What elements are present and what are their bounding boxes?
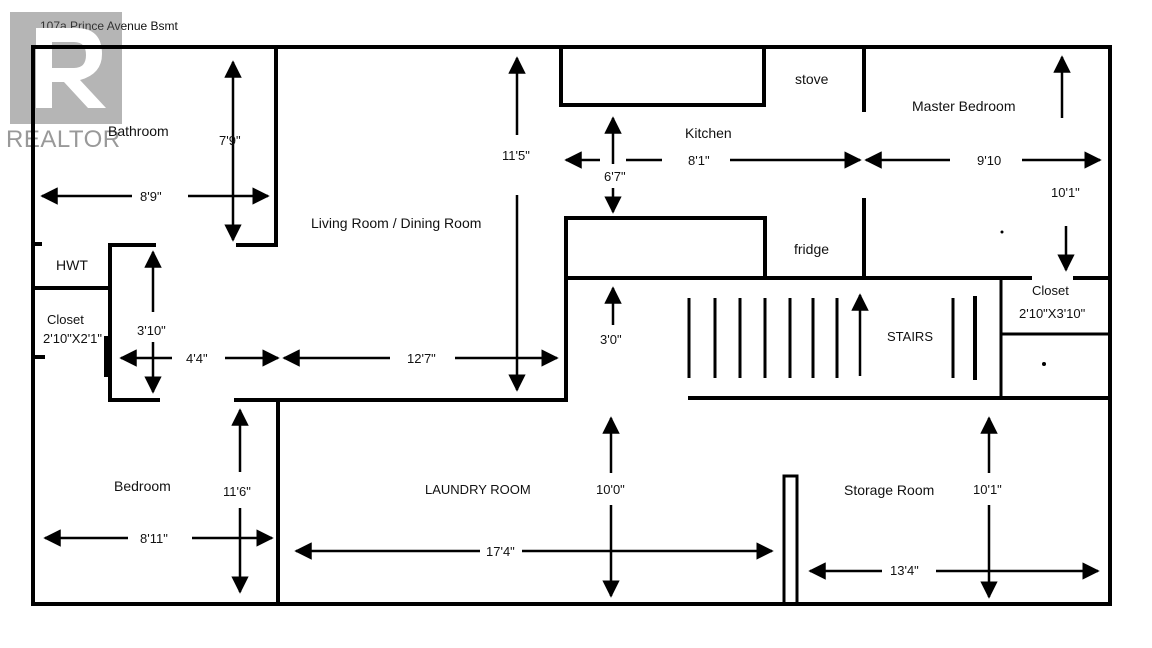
dimension-arrows [40, 55, 1102, 599]
dim-storage-width: 13'4" [890, 563, 919, 578]
room-label-storage: Storage Room [844, 482, 934, 498]
room-label-bathroom: Bathroom [108, 123, 169, 139]
dim-bathroom-height: 7'9" [219, 133, 241, 148]
dim-bathroom-width: 8'9" [140, 189, 162, 204]
realtor-logo-text: REALTOR [6, 126, 121, 153]
dim-master-width: 9'10 [977, 153, 1001, 168]
dim-hall-width: 4'4" [186, 351, 208, 366]
dim-closet-right-size: 2'10"X3'10" [1019, 306, 1086, 321]
room-label-kitchen: Kitchen [685, 125, 732, 141]
room-label-master: Master Bedroom [912, 98, 1015, 114]
room-label-stairs: STAIRS [887, 329, 933, 344]
dim-laundry-height: 10'0" [596, 482, 625, 497]
room-label-fridge: fridge [794, 241, 829, 257]
room-label-living: Living Room / Dining Room [311, 215, 481, 231]
stair-treads [687, 296, 977, 380]
dim-storage-height: 10'1" [973, 482, 1002, 497]
room-label-closet-left: Closet [47, 312, 84, 327]
dim-living-width: 12'7" [407, 351, 436, 366]
dim-laundry-width: 17'4" [486, 544, 515, 559]
dim-bedroom-height: 11'6" [223, 484, 251, 499]
dim-closet-left-size: 2'10"X2'1" [43, 331, 102, 346]
outer-walls [31, 45, 1112, 606]
interior-walls [31, 45, 1112, 606]
dim-kitchen-width: 8'1" [688, 153, 710, 168]
dim-master-height: 10'1" [1051, 185, 1080, 200]
room-label-closet-right: Closet [1032, 283, 1069, 298]
room-label-bedroom: Bedroom [114, 478, 171, 494]
master-dot [1000, 230, 1004, 234]
closet-dot [1042, 362, 1046, 366]
room-label-stove: stove [795, 71, 829, 87]
room-label-hwt: HWT [56, 257, 88, 273]
room-label-laundry: LAUNDRY ROOM [425, 482, 531, 497]
dim-hall-height: 3'10" [137, 323, 166, 338]
dim-kitchen-height: 6'7" [604, 169, 626, 184]
dim-living-height: 11'5" [502, 148, 530, 163]
dim-stairs-height: 3'0" [600, 332, 622, 347]
dim-bedroom-width: 8'11" [140, 531, 168, 546]
